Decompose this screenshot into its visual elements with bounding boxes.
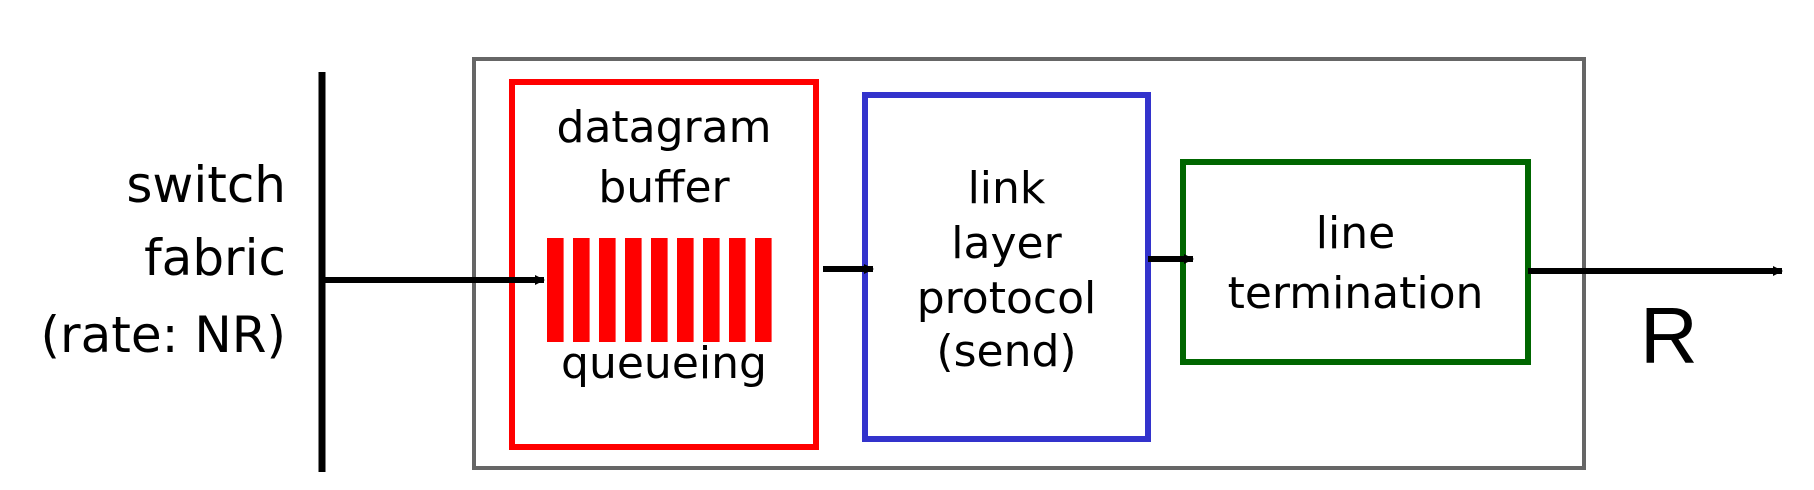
switch-fabric-label-line1: switch — [126, 156, 286, 214]
queue-slot — [729, 238, 746, 342]
queue-slot — [625, 238, 642, 342]
link-layer-label-line4: (send) — [936, 326, 1077, 377]
queue-slot — [573, 238, 590, 342]
queue-bars — [547, 238, 772, 342]
queue-slot — [755, 238, 772, 342]
link-layer-label-line1: link — [967, 163, 1046, 214]
link-layer-label-line3: protocol — [916, 273, 1097, 324]
datagram-buffer-title-line2: buffer — [598, 162, 730, 213]
datagram-buffer-title-line1: datagram — [556, 102, 772, 153]
queue-slot — [651, 238, 668, 342]
link-layer-label-line2: layer — [951, 218, 1062, 269]
line-termination-label-line1: line — [1315, 208, 1396, 259]
switch-fabric-label-line3: (rate: NR) — [40, 306, 286, 364]
datagram-buffer-box — [509, 79, 819, 450]
line-termination-label-line2: termination — [1227, 268, 1484, 319]
switch-fabric-label-line2: fabric — [144, 229, 286, 287]
queue-slot — [703, 238, 720, 342]
queue-slot — [677, 238, 694, 342]
line-termination-box — [1180, 159, 1531, 365]
output-rate-label: R — [1640, 291, 1698, 380]
queueing-label: queueing — [561, 338, 767, 389]
queue-slot — [599, 238, 616, 342]
queue-slot — [547, 238, 564, 342]
output-port-box — [472, 57, 1586, 470]
